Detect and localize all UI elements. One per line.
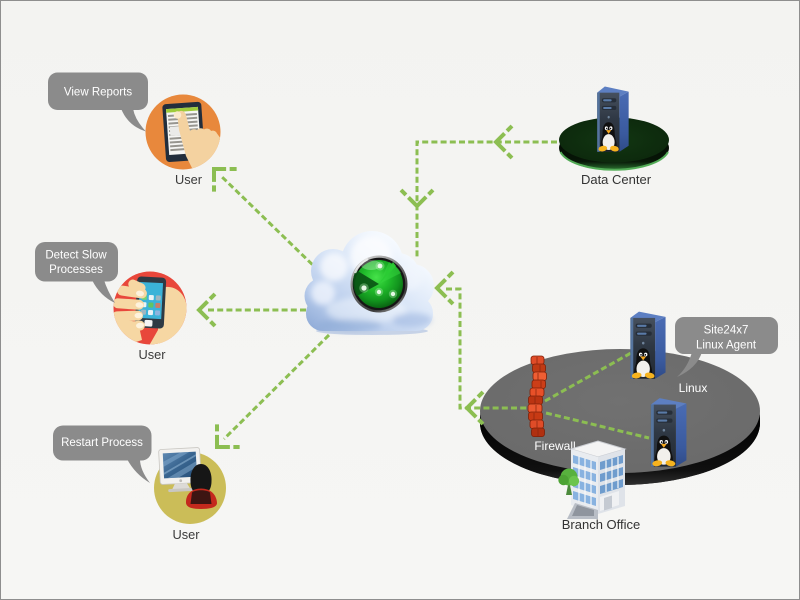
svg-text:Restart Process: Restart Process xyxy=(61,437,143,449)
svg-text:Linux: Linux xyxy=(679,381,708,395)
svg-text:User: User xyxy=(175,172,203,187)
svg-text:Processes: Processes xyxy=(49,264,103,276)
svg-text:Detect Slow: Detect Slow xyxy=(45,250,107,262)
svg-text:Branch Office: Branch Office xyxy=(562,517,641,532)
svg-text:Linux Agent: Linux Agent xyxy=(696,340,757,352)
svg-text:User: User xyxy=(138,347,166,362)
svg-text:Data Center: Data Center xyxy=(581,172,652,187)
svg-text:User: User xyxy=(172,527,200,542)
svg-text:Firewall: Firewall xyxy=(534,439,575,453)
svg-text:View Reports: View Reports xyxy=(64,86,132,98)
svg-text:Site24x7: Site24x7 xyxy=(704,325,749,337)
